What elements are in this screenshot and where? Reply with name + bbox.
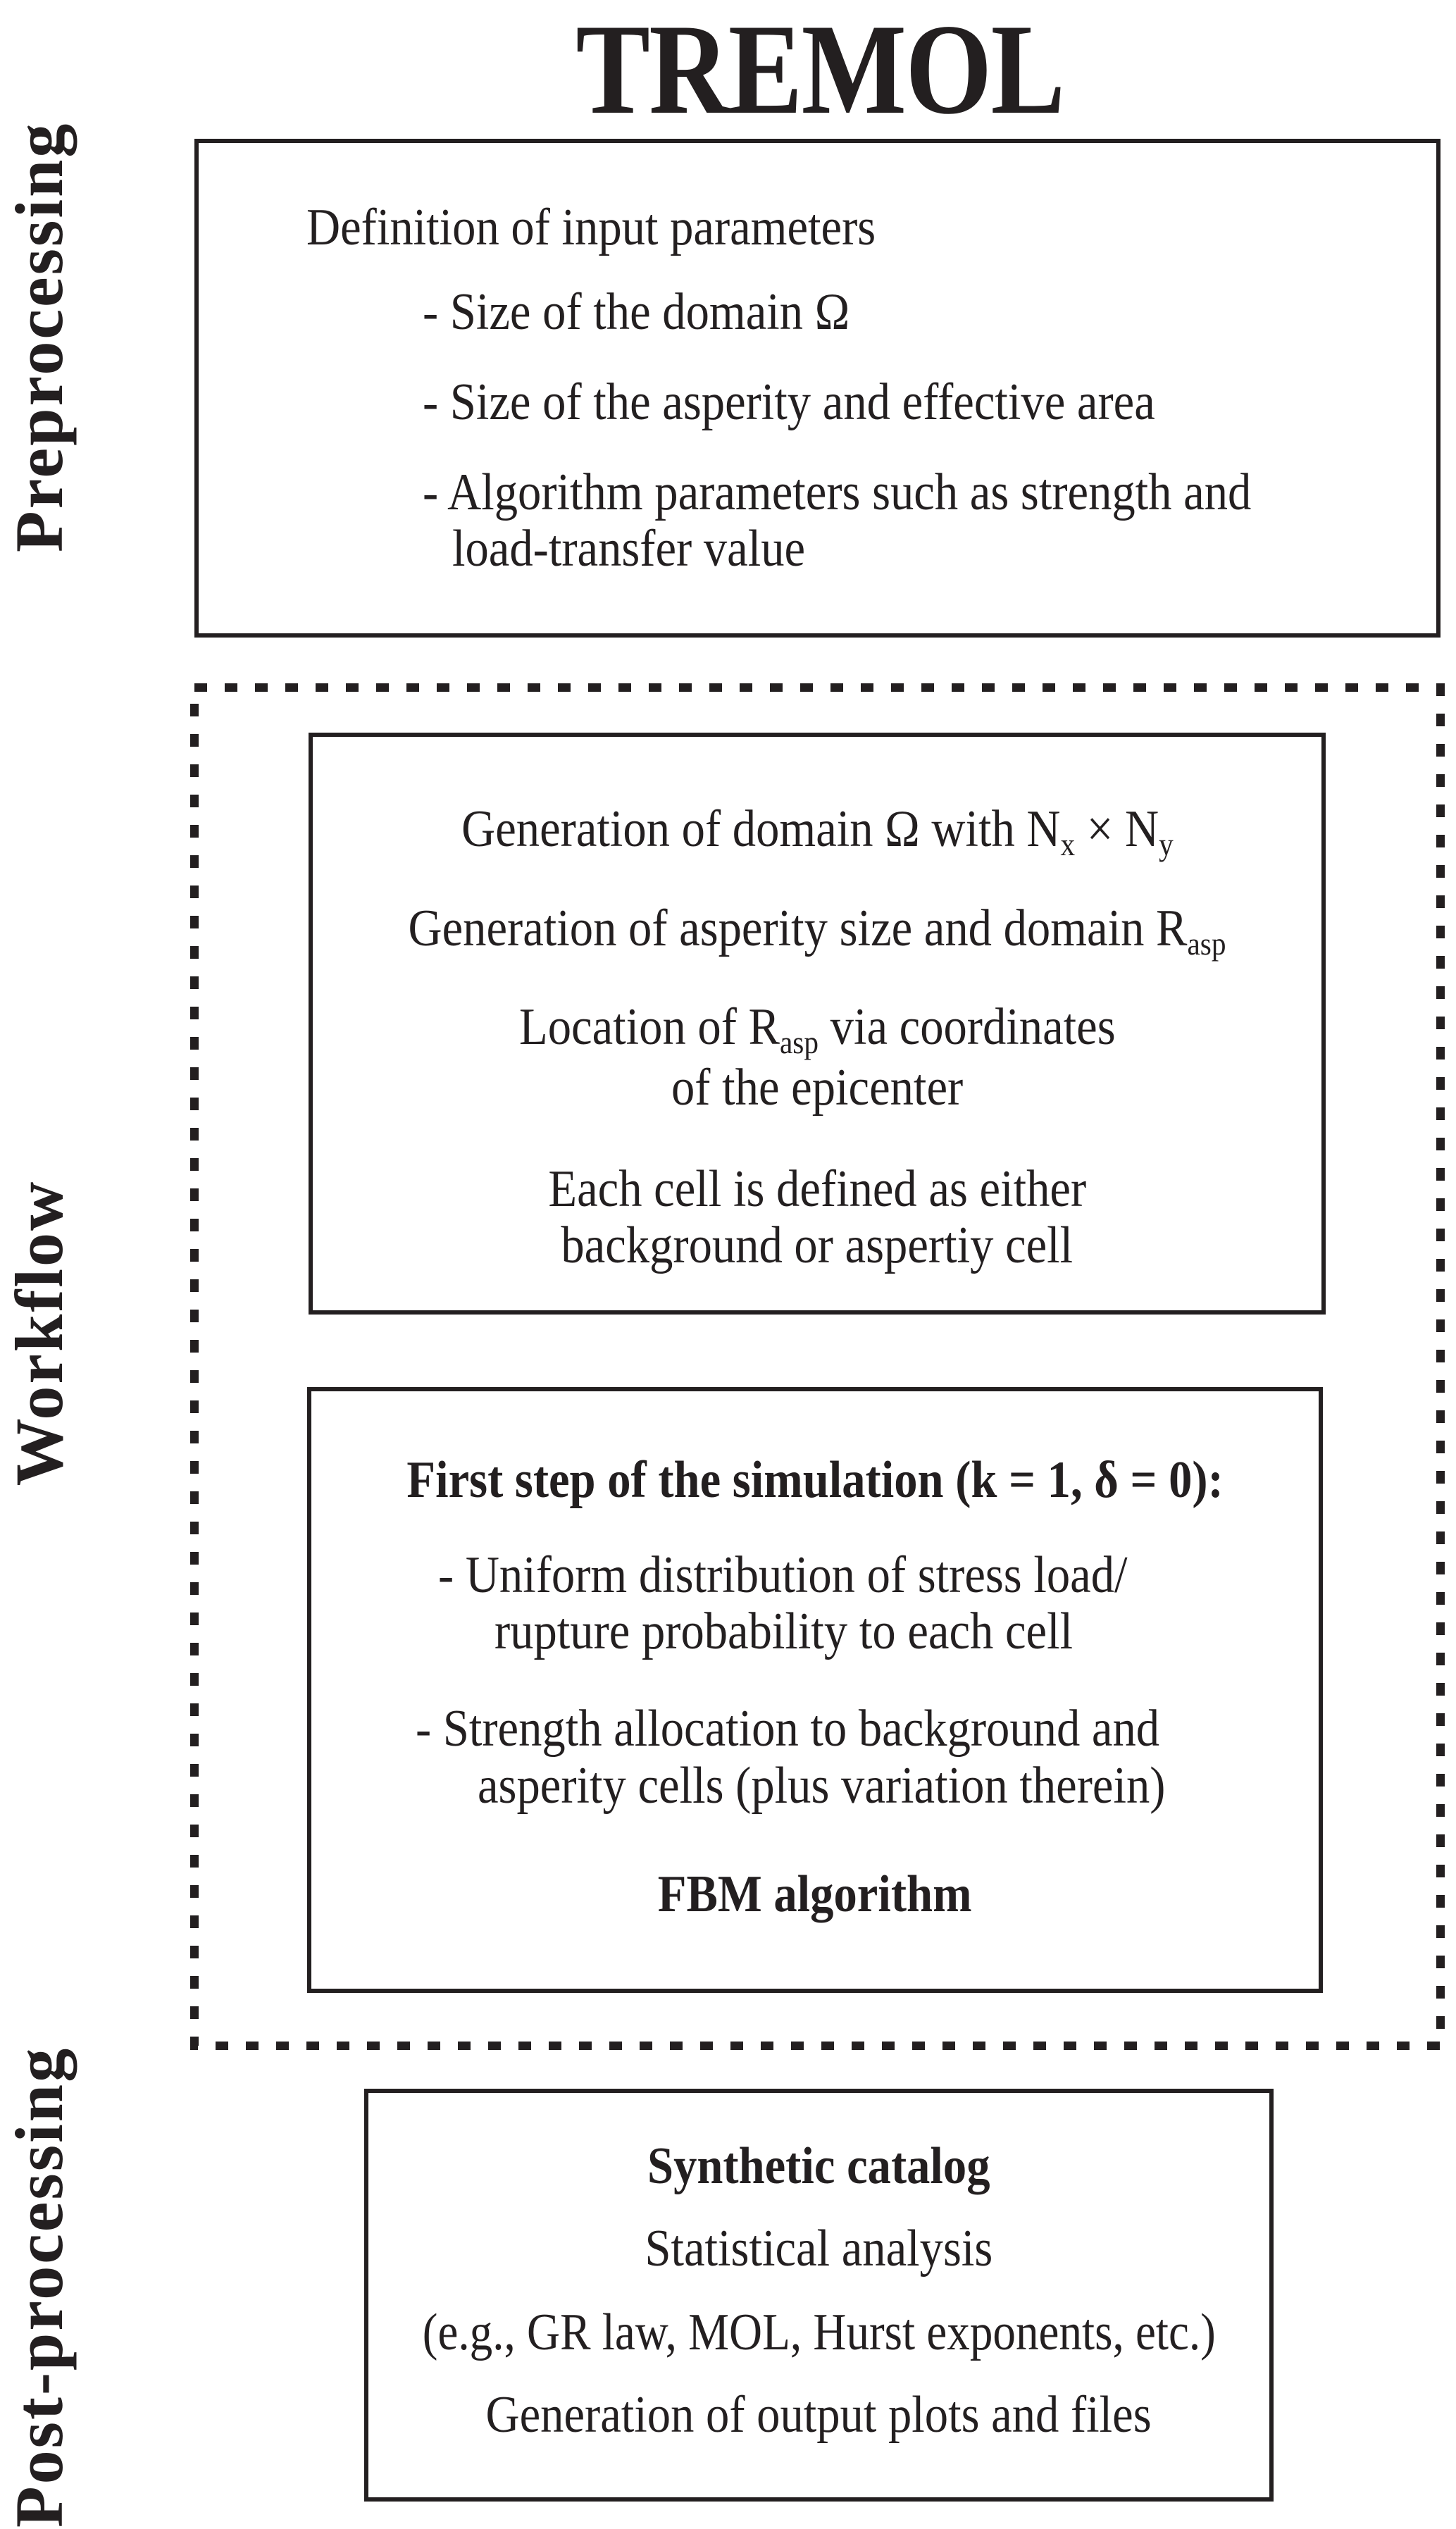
simulation-first-step-box	[307, 1387, 1323, 1993]
stress-load-item-cont: rupture probability to each cell	[494, 1603, 1074, 1660]
preprocessing-item-algorithm-params-cont: load-transfer value	[452, 520, 806, 578]
strength-allocation-item: - Strength allocation to background and	[416, 1700, 1160, 1758]
stress-load-item: - Uniform distribution of stress load/	[438, 1546, 1128, 1604]
synthetic-catalog-heading: Synthetic catalog	[647, 2137, 990, 2195]
asperity-location-line-cont: of the epicenter	[671, 1059, 964, 1117]
cell-definition-line-cont: background or aspertiy cell	[561, 1217, 1074, 1274]
statistical-analysis-line: Statistical analysis	[645, 2220, 993, 2278]
preprocessing-box	[194, 139, 1441, 638]
section-label-postprocessing: Post-processing	[1, 2046, 77, 2528]
postprocessing-box	[364, 2089, 1274, 2502]
preprocessing-item-algorithm-params: - Algorithm parameters such as strength …	[423, 464, 1252, 521]
section-label-preprocessing: Preprocessing	[1, 121, 77, 552]
asperity-generation-line: Generation of asperity size and domain R…	[408, 900, 1226, 962]
preprocessing-heading: Definition of input parameters	[306, 199, 876, 256]
section-label-workflow: Workflow	[1, 1179, 77, 1486]
output-generation-line: Generation of output plots and files	[485, 2386, 1152, 2444]
domain-generation-box	[309, 733, 1326, 1315]
strength-allocation-item-cont: asperity cells (plus variation therein)	[478, 1757, 1166, 1815]
simulation-first-step-heading: First step of the simulation (k = 1, δ =…	[406, 1451, 1224, 1509]
domain-generation-line: Generation of domain Ω with Nx × Ny	[461, 800, 1174, 862]
statistical-examples-line: (e.g., GR law, MOL, Hurst exponents, etc…	[422, 2304, 1216, 2361]
preprocessing-item-domain-size: - Size of the domain Ω	[423, 283, 850, 341]
preprocessing-item-asperity-size: - Size of the asperity and effective are…	[423, 373, 1155, 431]
title-text: TREMOL	[575, 0, 1065, 141]
asperity-location-line: Location of Rasp via coordinates	[518, 998, 1116, 1060]
diagram-title: TREMOL	[0, 4, 1456, 134]
cell-definition-line: Each cell is defined as either	[548, 1160, 1086, 1218]
fbm-algorithm-label: FBM algorithm	[658, 1865, 972, 1923]
